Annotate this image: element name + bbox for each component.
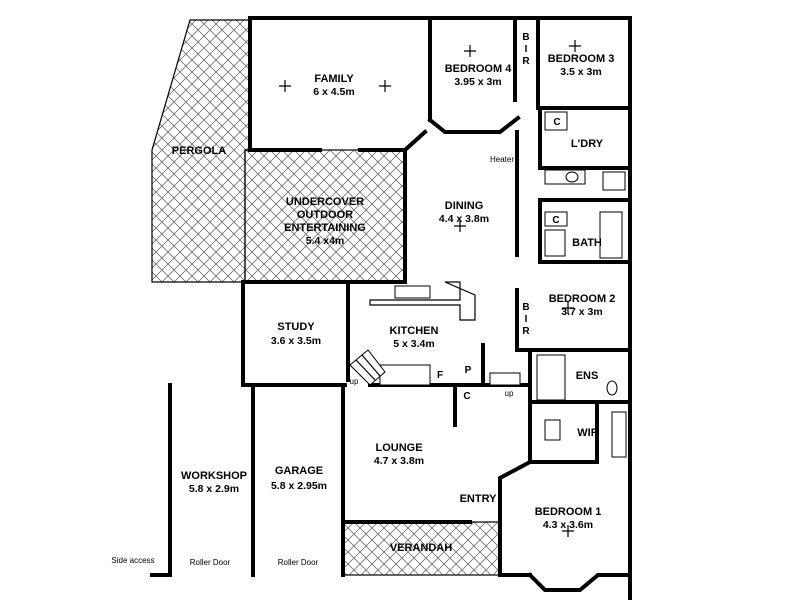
workshop-dim: 5.8 x 2.9m: [189, 483, 239, 495]
lounge-c: C: [463, 391, 470, 402]
laundry-name: L'DRY: [571, 138, 604, 150]
bedroom1-name: BEDROOM 1: [535, 506, 602, 518]
kitchen-p: P: [465, 365, 472, 376]
ensuite-name: ENS: [576, 370, 599, 382]
bedroom4-name: BEDROOM 4: [445, 63, 513, 75]
garage-name: GARAGE: [275, 465, 323, 477]
bedroom3-dim: 3.5 x 3m: [560, 66, 601, 78]
workshop-name: WORKSHOP: [181, 470, 247, 482]
kitchen-bench: [369, 281, 476, 321]
workshop-roller-door: Roller Door: [190, 558, 231, 567]
bedroom3-name: BEDROOM 3: [548, 53, 615, 65]
bir-top-r: R: [522, 56, 530, 67]
heater-label: Heater: [490, 155, 514, 164]
outdoor-line1: UNDERCOVER: [286, 196, 364, 208]
garage-roller-door: Roller Door: [278, 558, 319, 567]
outdoor-dim: 5.4 x4m: [306, 235, 345, 247]
verandah-name: VERANDAH: [390, 542, 452, 554]
kitchen-sink: [394, 285, 431, 299]
up-stairs-label: up: [350, 377, 359, 386]
stairs: [349, 349, 386, 386]
family-name: FAMILY: [314, 73, 354, 85]
bath-c: C: [552, 215, 559, 226]
bir-mid-b: B: [522, 302, 529, 313]
garage-dim: 5.8 x 2.95m: [271, 480, 327, 492]
outdoor-entertaining-area: [244, 149, 406, 283]
dining-name: DINING: [445, 200, 484, 212]
side-access-label: Side access: [111, 556, 154, 565]
kitchen-counter: [379, 364, 431, 386]
entry-name: ENTRY: [460, 493, 498, 505]
kitchen-f: F: [437, 370, 443, 381]
bir-mid-r: R: [522, 326, 530, 337]
outdoor-line3: ENTERTAINING: [284, 222, 366, 234]
rear-stairs: [489, 372, 521, 386]
laundry-c: C: [553, 117, 560, 128]
bir-top-i: I: [525, 44, 528, 55]
ceiling-fans: [279, 40, 581, 537]
bath-name: BATH: [572, 237, 602, 249]
study-name: STUDY: [277, 321, 315, 333]
kitchen-name: KITCHEN: [390, 325, 439, 337]
bedroom4-dim: 3.95 x 3m: [454, 76, 501, 88]
dining-dim: 4.4 x 3.8m: [439, 213, 489, 225]
bedroom2-name: BEDROOM 2: [549, 293, 616, 305]
bedroom1-dim: 4.3 x 3.6m: [543, 519, 593, 531]
bir-mid-i: I: [525, 314, 528, 325]
pergola-name: PERGOLA: [172, 145, 226, 157]
family-dim: 6 x 4.5m: [313, 86, 354, 98]
outdoor-line2: OUTDOOR: [297, 209, 353, 221]
bedroom2-dim: 3.7 x 3m: [561, 306, 602, 318]
bir-top-b: B: [522, 32, 529, 43]
wir-name: WIR: [577, 427, 598, 439]
lounge-dim: 4.7 x 3.8m: [374, 455, 424, 467]
up-rear-label: up: [505, 389, 514, 398]
lounge-name: LOUNGE: [375, 442, 422, 454]
study-dim: 3.6 x 3.5m: [271, 335, 321, 347]
kitchen-dim: 5 x 3.4m: [393, 338, 434, 350]
wet-area-fixtures: [536, 111, 627, 458]
walls: [150, 16, 632, 600]
